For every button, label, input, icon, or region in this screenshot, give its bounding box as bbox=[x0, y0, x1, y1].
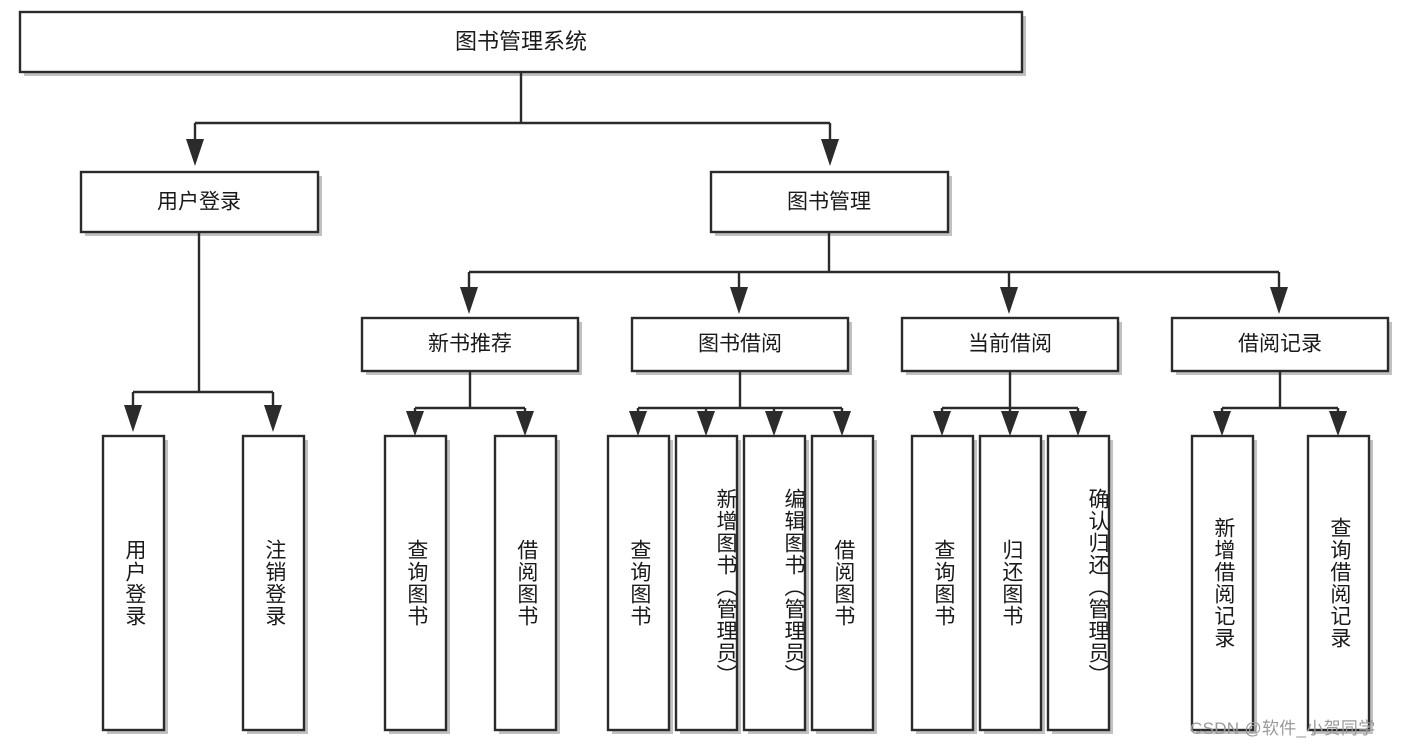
arrow-head-icon bbox=[264, 405, 282, 432]
arrow-head-icon bbox=[1001, 411, 1019, 436]
node-book-manage-label: 图书管理 bbox=[787, 191, 871, 214]
leaf-node-user-login-0[interactable] bbox=[101, 434, 168, 734]
node-current-borrow-box[interactable] bbox=[900, 316, 1120, 373]
arrow-head-icon bbox=[406, 411, 424, 436]
node-root[interactable]: 图书管理系统 bbox=[18, 10, 1026, 76]
csdn-watermark: CSDN @软件_小贺同学 bbox=[1190, 719, 1376, 738]
connector-current-borrow-to-leaves bbox=[933, 371, 1087, 436]
leaf-box[interactable] bbox=[1046, 434, 1111, 732]
arrow-head-icon bbox=[821, 139, 839, 166]
leaf-box[interactable] bbox=[742, 434, 807, 732]
node-new-book-rec-box[interactable] bbox=[360, 316, 580, 373]
connector-root-to-level2 bbox=[186, 72, 839, 166]
leaf-node-borrow-record-0[interactable] bbox=[1190, 434, 1257, 734]
node-new-book-rec[interactable]: 新书推荐 bbox=[360, 316, 582, 375]
arrow-head-icon bbox=[460, 287, 478, 314]
arrow-head-icon bbox=[697, 411, 715, 436]
node-root-label: 图书管理系统 bbox=[455, 29, 587, 54]
leaf-box[interactable] bbox=[383, 434, 448, 732]
leaf-node-current-borrow-2[interactable] bbox=[1046, 434, 1113, 734]
leaf-node-current-borrow-1[interactable] bbox=[978, 434, 1045, 734]
arrow-head-icon bbox=[1329, 411, 1347, 436]
arrow-head-icon bbox=[1270, 287, 1288, 314]
leaf-node-borrow-record-1[interactable] bbox=[1306, 434, 1373, 734]
connector-borrow-record-to-leaves bbox=[1213, 371, 1347, 436]
leaf-node-book-borrow-1[interactable] bbox=[674, 434, 741, 734]
node-current-borrow[interactable]: 当前借阅 bbox=[900, 316, 1122, 375]
leaf-node-book-borrow-0[interactable] bbox=[606, 434, 673, 734]
leaf-box[interactable] bbox=[1306, 434, 1371, 732]
node-new-book-rec-label: 新书推荐 bbox=[428, 333, 512, 356]
node-book-manage[interactable]: 图书管理 bbox=[709, 170, 952, 236]
leaf-box[interactable] bbox=[810, 434, 875, 732]
connector-new-book-rec-to-leaves bbox=[406, 371, 534, 436]
leaf-box[interactable] bbox=[910, 434, 975, 732]
leaf-node-user-login-1[interactable] bbox=[241, 434, 308, 734]
leaf-box[interactable] bbox=[241, 434, 306, 732]
arrow-head-icon bbox=[1069, 411, 1087, 436]
node-current-borrow-label: 当前借阅 bbox=[968, 333, 1052, 356]
node-user-login[interactable]: 用户登录 bbox=[79, 170, 322, 236]
leaf-node-new-book-rec-0[interactable] bbox=[383, 434, 450, 734]
node-book-borrow-label: 图书借阅 bbox=[698, 333, 782, 356]
leaf-node-current-borrow-0[interactable] bbox=[910, 434, 977, 734]
arrow-head-icon bbox=[730, 287, 748, 314]
arrow-head-icon bbox=[516, 411, 534, 436]
leaf-box[interactable] bbox=[101, 434, 166, 732]
node-borrow-record-label: 借阅记录 bbox=[1238, 333, 1322, 356]
node-borrow-record-box[interactable] bbox=[1170, 316, 1390, 373]
arrow-head-icon bbox=[186, 139, 204, 166]
arrow-head-icon bbox=[1000, 287, 1018, 314]
node-borrow-record[interactable]: 借阅记录 bbox=[1170, 316, 1392, 375]
leaf-node-new-book-rec-1[interactable] bbox=[493, 434, 560, 734]
leaf-node-book-borrow-2[interactable] bbox=[742, 434, 809, 734]
connector-book-manage-to-level3 bbox=[460, 232, 1288, 314]
arrow-head-icon bbox=[1213, 411, 1231, 436]
arrow-head-icon bbox=[765, 411, 783, 436]
node-user-login-box[interactable] bbox=[79, 170, 320, 234]
node-book-borrow[interactable]: 图书借阅 bbox=[630, 316, 852, 375]
arrow-head-icon bbox=[124, 405, 142, 432]
leaf-box[interactable] bbox=[978, 434, 1043, 732]
connector-user-login-to-leaves bbox=[124, 232, 282, 432]
connector-book-borrow-to-leaves bbox=[629, 371, 851, 436]
arrow-head-icon bbox=[629, 411, 647, 436]
arrow-head-icon bbox=[833, 411, 851, 436]
node-user-login-label: 用户登录 bbox=[157, 191, 241, 214]
arrow-head-icon bbox=[933, 411, 951, 436]
leaf-box[interactable] bbox=[674, 434, 739, 732]
leaf-node-book-borrow-3[interactable] bbox=[810, 434, 877, 734]
leaf-box[interactable] bbox=[1190, 434, 1255, 732]
node-root-box[interactable] bbox=[18, 10, 1024, 74]
leaf-box[interactable] bbox=[493, 434, 558, 732]
leaf-box[interactable] bbox=[606, 434, 671, 732]
